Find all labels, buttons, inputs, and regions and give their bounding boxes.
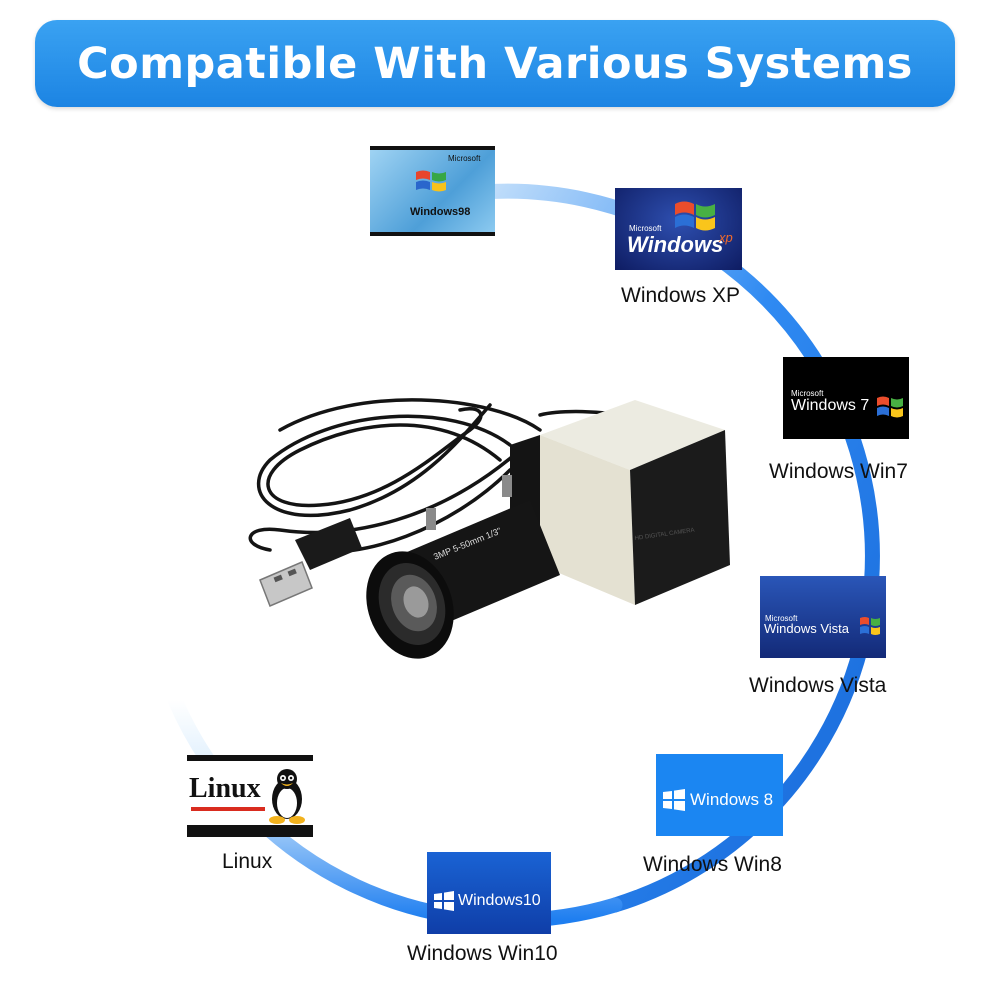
windows-tile-icon [663,789,685,811]
label-linux: Linux [222,850,273,873]
win7-microsoft-text: Microsoft [791,389,824,398]
usb-plug [259,518,362,607]
win8-logo-text: Windows 8 [690,790,774,809]
xp-logo-text: Windows [627,232,724,257]
label-windows-win8: Windows Win8 [643,853,782,876]
windows-7-logo: Microsoft Windows 7 [783,357,909,439]
windows98-logo: Microsoft Windows98 [370,146,495,236]
usb-camera-image: HD DIGITAL CAMERA 3MP 5-50mm 1/3" [248,398,730,659]
windows-flag-icon [675,201,715,231]
win98-microsoft-text: Microsoft [448,154,481,163]
win7-logo-text: Windows 7 [791,397,870,414]
win10-logo-text: Windows10 [458,892,541,909]
windows-tile-icon [434,891,454,911]
windows-8-logo: Windows 8 [656,754,783,836]
linux-logo-text: Linux [189,773,261,804]
xp-logo-suffix: xp [719,230,733,245]
label-windows-win10: Windows Win10 [407,942,558,965]
windows-10-logo: Windows10 [427,852,551,934]
windows-xp-logo: Microsoft Windows xp [615,188,742,270]
windows-flag-icon [416,170,446,192]
label-windows-win7: Windows Win7 [769,460,908,483]
vista-microsoft-text: Microsoft [765,614,798,623]
xp-microsoft-text: Microsoft [629,224,662,233]
windows-flag-icon [860,617,880,635]
tux-penguin-icon [269,769,305,824]
vista-logo-text: Windows Vista [764,621,850,636]
windows-vista-logo: Microsoft Windows Vista [760,576,886,658]
label-windows-vista: Windows Vista [749,674,887,697]
win98-logo-text: Windows98 [410,206,471,218]
camera-lens: 3MP 5-50mm 1/3" [366,475,560,659]
banner-title: Compatible With Various Systems [77,38,913,89]
title-banner: Compatible With Various Systems [35,20,955,107]
linux-logo: Linux [187,755,313,837]
linux-underline [191,807,265,811]
windows-flag-icon [877,396,903,418]
label-windows-xp: Windows XP [621,284,741,307]
